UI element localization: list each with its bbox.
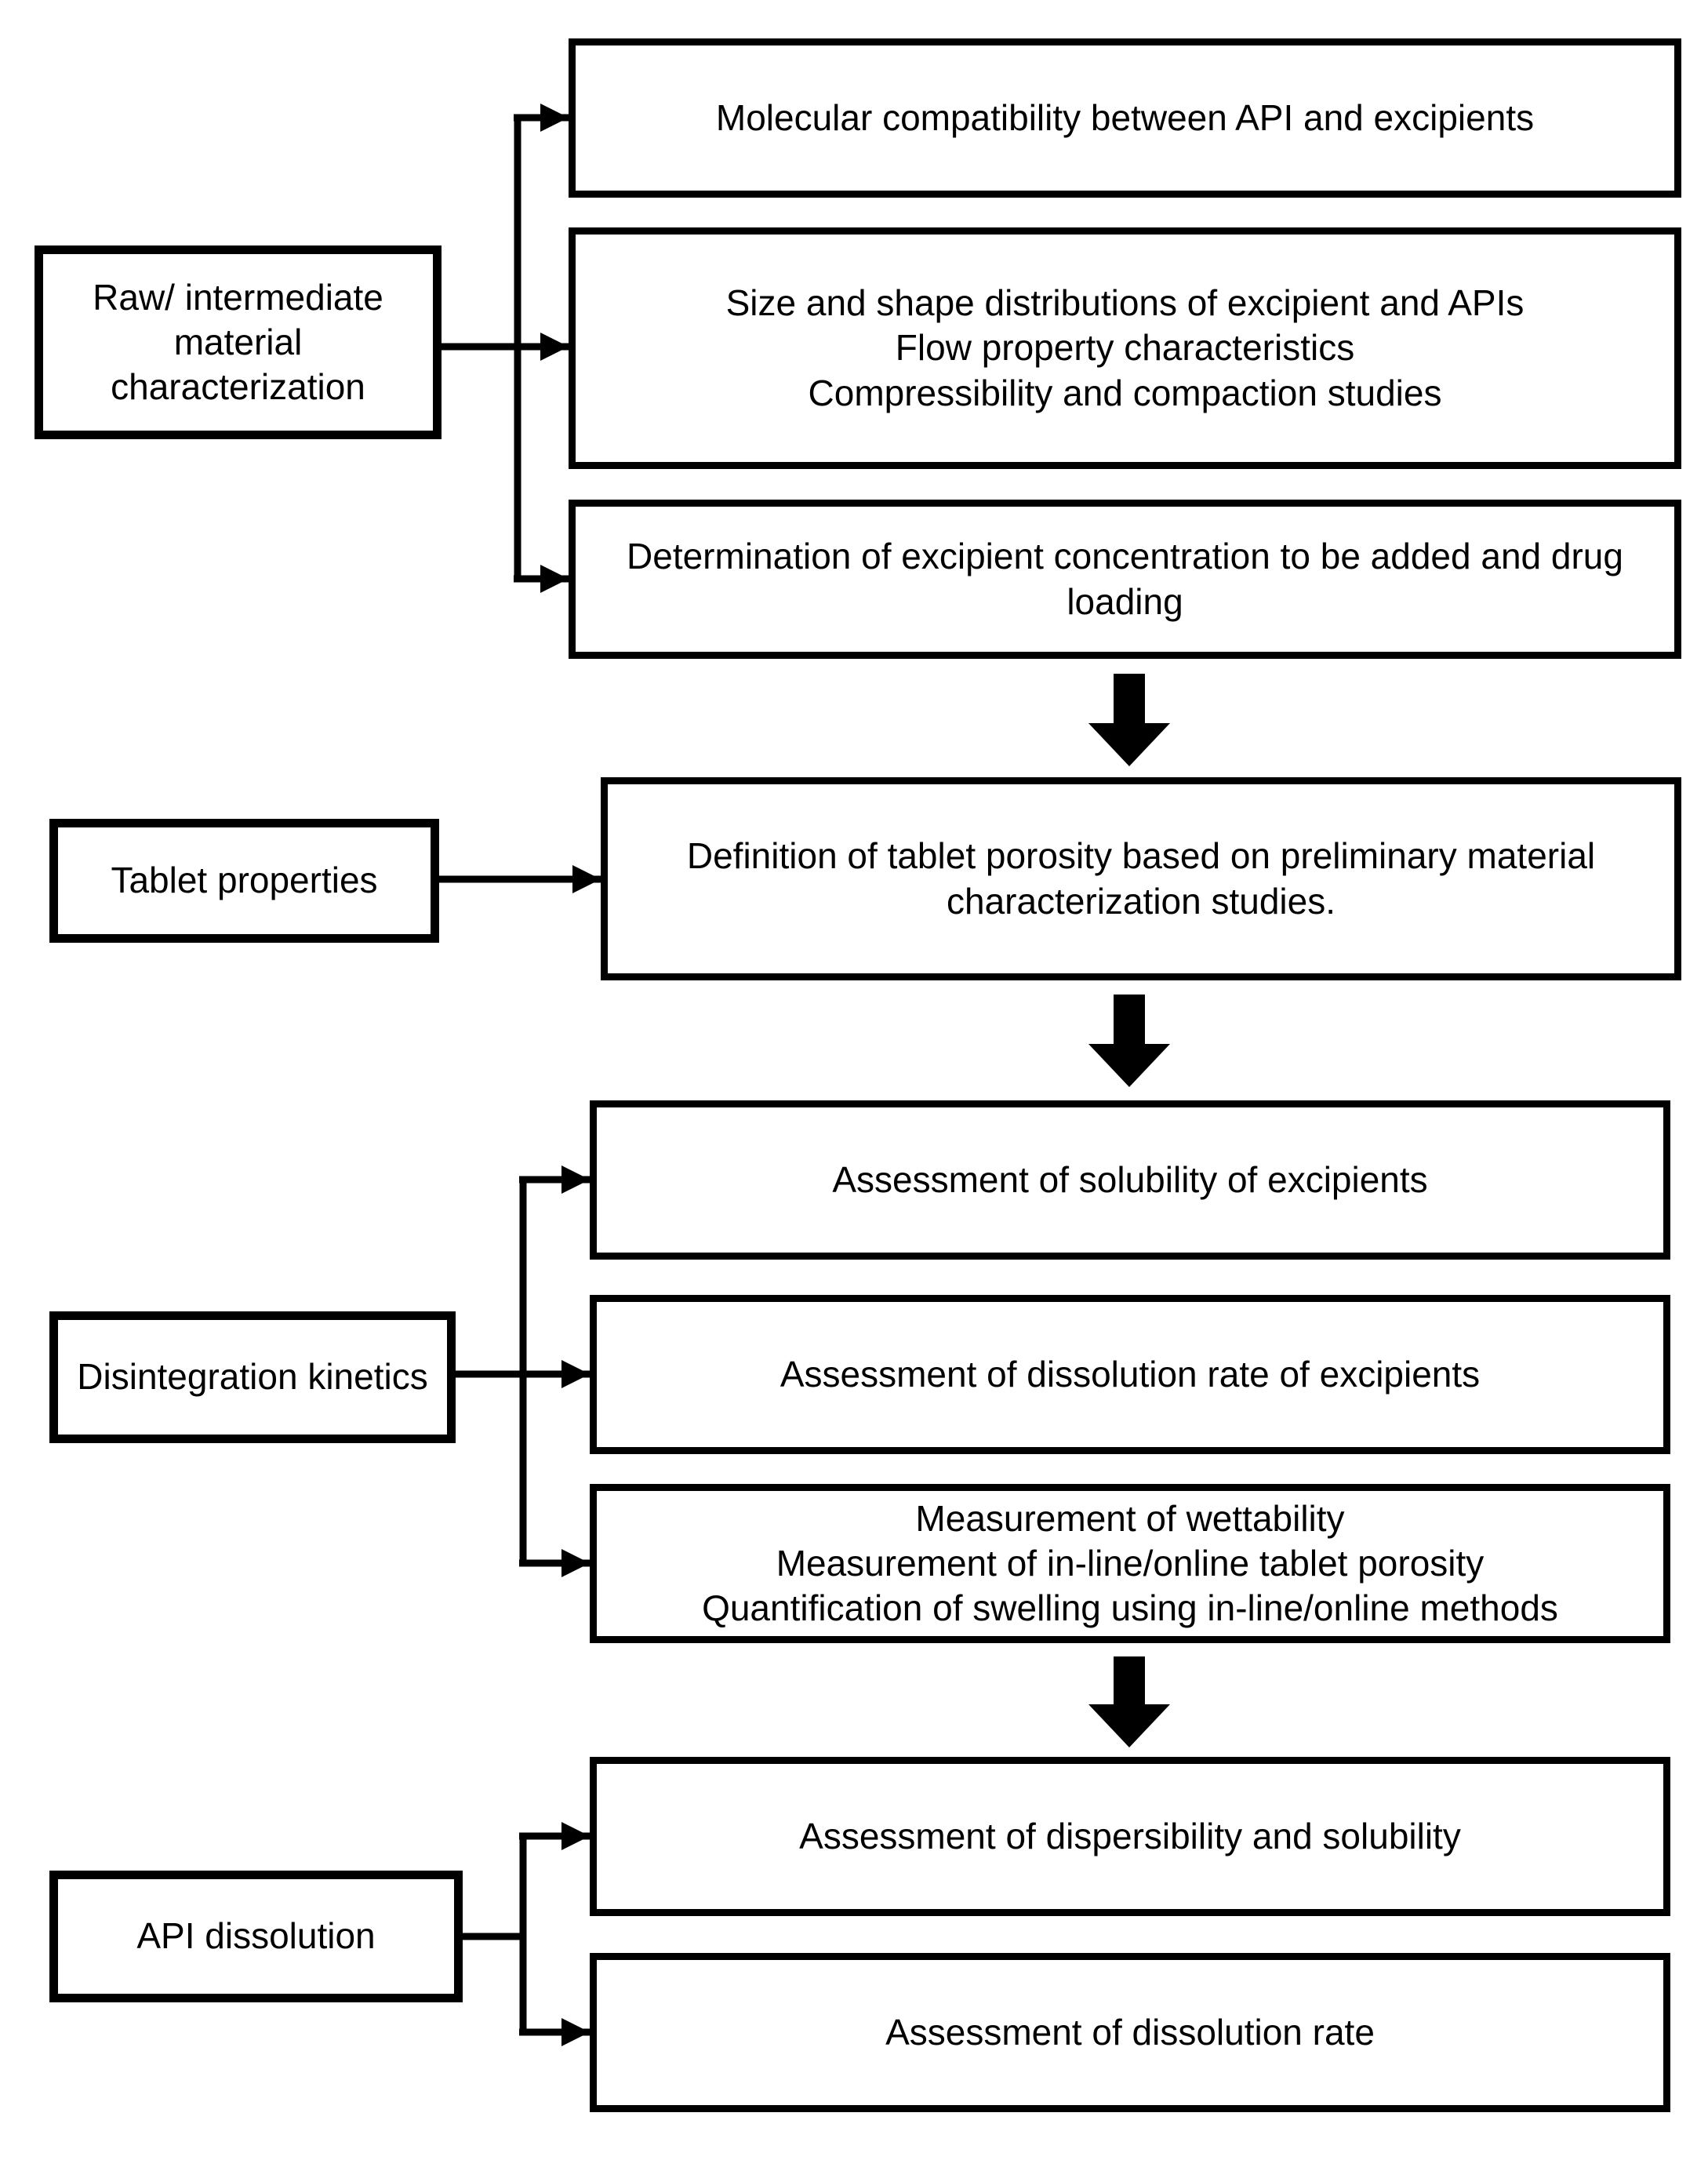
target-box-solubility-of-excipients: Assessment of solubility of excipients [590,1100,1670,1260]
source-box-raw-intermediate-label: Raw/ intermediate material characterizat… [93,276,383,408]
target-box-molecular-compatibility: Molecular compatibility between API and … [569,38,1681,198]
target-box-dissolution-rate-of-excipients-label: Assessment of dissolution rate of excipi… [780,1353,1481,1395]
target-box-size-shape-flow-compressibility-label: Size and shape distributions of excipien… [725,282,1524,413]
target-box-wettability-porosity-swelling-label: Measurement of wettability Measurement o… [702,1497,1558,1629]
source-box-raw-intermediate-material-characterization: Raw/ intermediate material characterizat… [35,245,442,439]
target-box-solubility-of-excipients-label: Assessment of solubility of excipients [832,1158,1428,1200]
target-box-tablet-porosity-definition: Definition of tablet porosity based on p… [601,777,1681,980]
source-box-disintegration-kinetics: Disintegration kinetics [49,1311,456,1443]
source-box-disintegration-kinetics-label: Disintegration kinetics [77,1356,428,1398]
target-box-size-shape-flow-compressibility: Size and shape distributions of excipien… [569,227,1681,469]
target-box-dissolution-rate: Assessment of dissolution rate [590,1953,1670,2112]
target-box-wettability-porosity-swelling: Measurement of wettability Measurement o… [590,1484,1670,1643]
stage-down-arrow-1 [1088,674,1170,766]
source-box-api-dissolution-label: API dissolution [136,1915,376,1957]
stage-down-arrow-2 [1088,995,1170,1087]
target-box-molecular-compatibility-label: Molecular compatibility between API and … [715,96,1535,138]
source-box-tablet-properties-label: Tablet properties [111,860,378,901]
target-box-dispersibility-and-solubility: Assessment of dispersibility and solubil… [590,1757,1670,1916]
target-box-dissolution-rate-label: Assessment of dissolution rate [885,2011,1375,2053]
target-box-tablet-porosity-definition-label: Definition of tablet porosity based on p… [686,835,1596,922]
target-box-dissolution-rate-of-excipients: Assessment of dissolution rate of excipi… [590,1295,1670,1454]
target-box-dispersibility-and-solubility-label: Assessment of dispersibility and solubil… [799,1815,1461,1856]
source-box-tablet-properties: Tablet properties [49,819,439,943]
stage-down-arrow-3 [1088,1656,1170,1747]
source-box-api-dissolution: API dissolution [49,1871,463,2002]
target-box-excipient-concentration-drug-loading-label: Determination of excipient concentration… [627,536,1623,622]
target-box-excipient-concentration-drug-loading: Determination of excipient concentration… [569,500,1681,659]
